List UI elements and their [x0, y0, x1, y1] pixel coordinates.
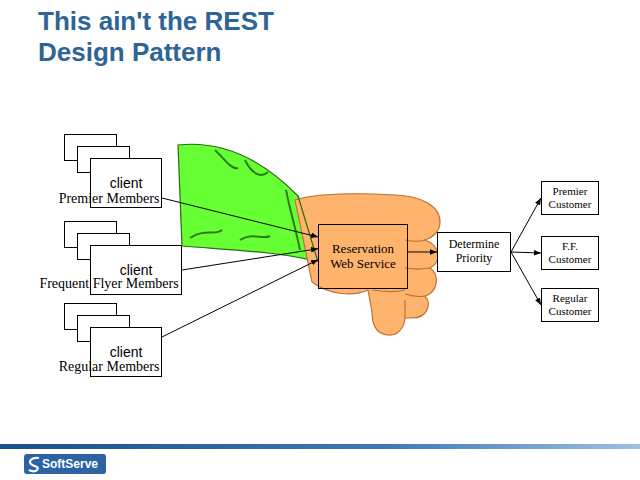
customer-box: Premier Customer	[541, 181, 599, 215]
customer-box: F.F. Customer	[541, 236, 599, 270]
customer-box: Regular Customer	[541, 288, 599, 322]
sleeve-folds	[190, 150, 300, 250]
slide-title: This ain't the REST Design Pattern	[38, 6, 288, 68]
box-label: Premier Customer	[545, 185, 595, 210]
client-box: clientFrequent Flyer Members	[90, 245, 182, 295]
client-label: client	[120, 262, 153, 278]
client-label: client	[110, 175, 143, 191]
logo-swirl	[29, 458, 39, 471]
box-label: Reservation Web Service	[322, 242, 404, 272]
group-caption: Frequent Flyer Members	[39, 276, 178, 292]
connector-arrow	[408, 251, 437, 252]
process-box: Determine Priority	[437, 232, 511, 272]
box-label: Regular Customer	[545, 292, 595, 317]
client-box: clientRegular Members	[90, 327, 162, 377]
box-label: Determine Priority	[441, 238, 507, 266]
connector-arrow	[511, 252, 541, 253]
connector-arrow	[511, 252, 541, 305]
client-label: client	[110, 344, 143, 360]
client-box: clientPremier Members	[90, 158, 162, 208]
footer-bar	[0, 444, 640, 449]
connector-arrow	[162, 260, 318, 337]
box-label: F.F. Customer	[545, 240, 595, 265]
connector-arrow	[511, 198, 541, 252]
group-caption: Regular Members	[59, 359, 160, 375]
cuff-edge	[298, 196, 318, 262]
group-caption: Premier Members	[59, 191, 160, 207]
logo-plate	[24, 454, 106, 474]
connector-arrow	[182, 249, 318, 270]
orange-hand	[295, 194, 440, 335]
thumbs-down-hand	[178, 144, 440, 335]
connector-arrow	[162, 198, 318, 237]
logo-text: SoftServe	[40, 456, 100, 472]
service-box: Reservation Web Service	[318, 224, 408, 289]
